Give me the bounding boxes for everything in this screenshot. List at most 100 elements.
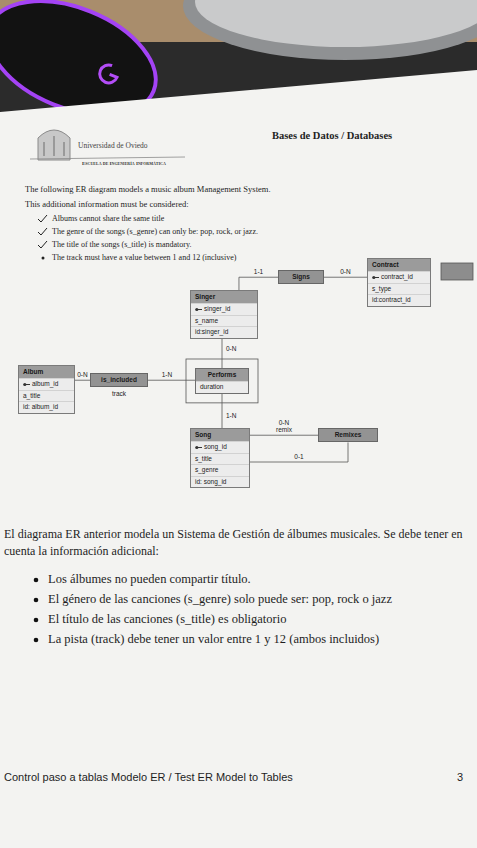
- crest-pillars: [44, 136, 64, 156]
- attribute-name: id:contract_id: [372, 296, 411, 304]
- header-rule: [30, 157, 185, 159]
- relationship-box: is_includedtrack: [90, 373, 148, 399]
- entity-name: Singer: [191, 291, 257, 303]
- attribute-row: s_name: [191, 315, 257, 326]
- university-name: Universidad de Oviedo: [78, 141, 148, 150]
- key-shaft: [198, 309, 202, 310]
- relationship-line: [75, 380, 90, 381]
- attribute-row: song_id: [191, 441, 249, 452]
- attribute-row: id:contract_id: [368, 294, 430, 305]
- attribute-row: album_id: [19, 378, 74, 389]
- relationship-name: Performs: [196, 369, 248, 381]
- key-icon: [195, 307, 202, 312]
- attribute-row: id: album_id: [19, 401, 74, 412]
- attribute-name: singer_id: [204, 305, 230, 313]
- key-shaft: [26, 384, 30, 385]
- pen-tick: [38, 228, 47, 235]
- attribute-row: a_title: [19, 390, 74, 401]
- entity-box: Contractcontract_ids_typeid:contract_id: [367, 258, 431, 307]
- metal-disc: [195, 0, 477, 47]
- attribute-row: id:singer_id: [191, 326, 257, 337]
- attribute-name: song_id: [204, 443, 227, 451]
- attribute-row: contract_id: [368, 271, 430, 282]
- relationship-box: Performs duration: [195, 368, 249, 394]
- relationship-line: [239, 277, 278, 290]
- entity-name: Album: [19, 366, 74, 378]
- entity-box: Singer singer_id s_nameid:singer_id: [190, 290, 258, 339]
- attribute-name: a_title: [23, 392, 40, 400]
- constraint-item: The title of the songs (s_title) is mand…: [52, 240, 191, 250]
- cardinality-label: 0-N: [76, 371, 88, 379]
- attribute-row: s_title: [191, 453, 249, 464]
- attribute-name: s_type: [372, 285, 391, 293]
- relationship-box: Remixes: [318, 428, 378, 442]
- key-icon: [372, 275, 379, 280]
- constraint-item: Los álbumes no pueden compartir título.: [48, 572, 473, 588]
- school-name: Escuela de Ingeniería Informática: [82, 161, 166, 167]
- relationship-shape: Performs duration: [195, 368, 249, 394]
- cardinality-label: 0-1: [293, 453, 304, 461]
- university-crest: [38, 130, 70, 160]
- bullet-dot: [34, 638, 39, 643]
- relationship-box: Signs: [278, 270, 324, 284]
- attribute-name: s_name: [195, 317, 218, 325]
- constraint-item: Albums cannot share the same title: [52, 214, 164, 224]
- key-shaft: [198, 447, 202, 448]
- page-footer: Control paso a tablas Modelo ER / Test E…: [4, 771, 293, 785]
- attribute-row: s_type: [368, 283, 430, 294]
- relationship-shape: Signs: [278, 270, 324, 284]
- attribute-name: s_genre: [195, 466, 219, 474]
- cardinality-label: 0-N: [225, 345, 237, 353]
- cardinality-label: 0-N: [339, 268, 351, 276]
- relationship-name: Remixes: [335, 431, 362, 438]
- cardinality-label: 1-N: [161, 371, 173, 379]
- cardinality-label: 1-1: [253, 268, 264, 276]
- key-shaft: [375, 277, 379, 278]
- constraint-item: La pista (track) debe tener un valor ent…: [48, 632, 473, 648]
- relationship-line: [148, 380, 195, 381]
- relationship-line: [222, 394, 223, 428]
- attribute-name: duration: [200, 383, 224, 391]
- constraint-item: El título de las canciones (s_title) es …: [48, 612, 473, 628]
- paper-sheet: [0, 70, 477, 848]
- attribute-row: singer_id: [191, 303, 257, 314]
- attribute-name: s_title: [195, 455, 212, 463]
- relationship-line: [222, 339, 223, 368]
- constraint-item: The genre of the songs (s_genre) can onl…: [52, 227, 258, 237]
- attribute-row: s_genre: [191, 464, 249, 475]
- bullet-dot: [34, 598, 39, 603]
- key-icon: [23, 382, 30, 387]
- attribute-name: track: [90, 387, 148, 398]
- bullet-dot: [34, 618, 39, 623]
- key-head: [23, 383, 26, 386]
- relationship-line: [324, 277, 367, 278]
- key-head: [372, 276, 375, 279]
- pen-tick: [38, 215, 47, 222]
- intro-text: The following ER diagram models a music …: [25, 184, 271, 195]
- page-heading: Bases de Datos / Databases: [272, 129, 392, 142]
- relationship-shape: Remixes: [318, 428, 378, 442]
- key-head: [195, 446, 198, 449]
- attribute-name: album_id: [32, 380, 58, 388]
- attribute-row: id: song_id: [191, 476, 249, 487]
- note-box: [441, 263, 473, 280]
- page-number: 3: [457, 771, 463, 785]
- mouse-logo: [97, 62, 120, 85]
- attribute-row: duration: [196, 381, 248, 392]
- constraint-item: El género de las canciones (s_genre) sol…: [48, 592, 473, 608]
- entity-box: Album album_id a_titleid: album_id: [18, 365, 75, 414]
- relationship-line: [250, 435, 318, 436]
- attribute-name: id: song_id: [195, 478, 226, 486]
- constraint-item: The track must have a value between 1 an…: [52, 253, 236, 263]
- relationship-line: [250, 442, 348, 462]
- metal-disc-rim: [183, 0, 477, 60]
- intro-text: This additional information must be cons…: [25, 199, 189, 210]
- pen-tick: [38, 241, 47, 248]
- intro-text: El diagrama ER anterior modela un Sistem…: [4, 526, 470, 561]
- relationship-name: Signs: [292, 273, 310, 280]
- cardinality-label: 1-N: [225, 412, 237, 420]
- relationship-shape: is_included: [90, 373, 148, 387]
